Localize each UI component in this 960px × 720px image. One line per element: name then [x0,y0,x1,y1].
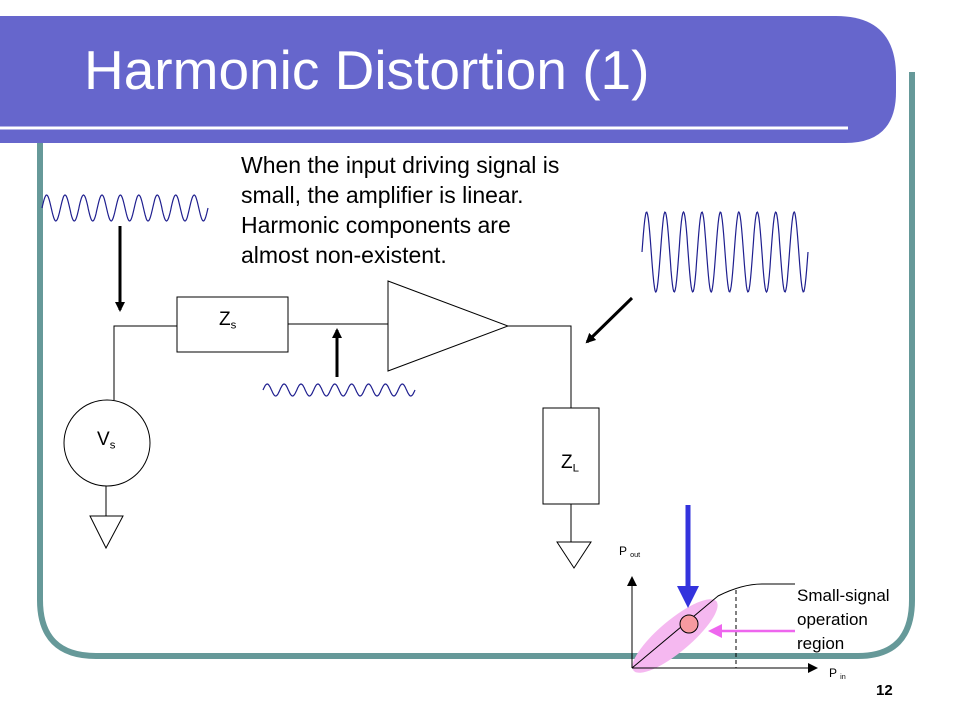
body-text: When the input driving signal is small, … [241,150,631,270]
vs-label: Vs [97,429,116,452]
zl-box [542,407,600,505]
slide-frame [37,72,915,659]
input-waveform [41,194,209,222]
body-line: When the input driving signal is [241,152,560,178]
source-ground-symbol [89,515,124,550]
slide-title: Harmonic Distortion (1) [84,39,650,101]
body-line: small, the amplifier is linear. [241,182,524,208]
small-signal-caption: Small-signal operation region [797,584,890,656]
small-signal-region-highlight [632,599,718,673]
load-ground-symbol [556,541,592,569]
voltage-source-circle [63,399,151,487]
wire-amp-to-load [508,325,572,408]
slide-number: 12 [876,682,893,699]
caption-line: operation [797,610,868,629]
pin-axis-label: P in [829,666,846,682]
pink-arrow-head [708,624,722,638]
wire-source-to-zs [113,325,177,400]
caption-line: Small-signal [797,586,890,605]
operating-point-marker [679,614,699,634]
zs-label: Zs [219,309,237,332]
title-banner [0,16,896,143]
zl-label: ZL [561,452,579,475]
caption-line: region [797,634,845,653]
body-line: almost non-existent. [241,242,447,268]
blue-arrow-head [677,586,699,608]
amplifier-triangle [387,280,510,372]
output-waveform [641,210,809,294]
output-arrow [585,296,634,344]
transfer-curve [631,583,795,669]
pout-axis-label: P out [619,544,641,560]
amp-input-waveform [262,383,416,397]
body-line: Harmonic components are [241,212,511,238]
